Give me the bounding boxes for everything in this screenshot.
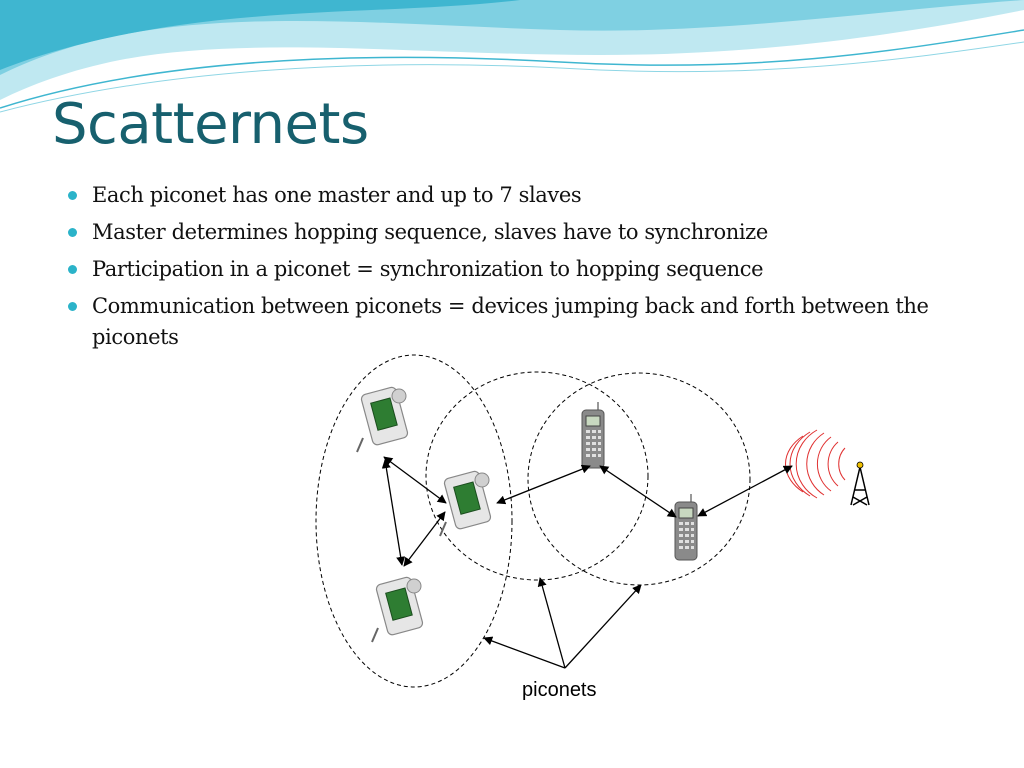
piconets-label: piconets (522, 679, 597, 701)
mobile-phone-icon (674, 493, 698, 561)
link-arrow (697, 465, 793, 517)
antenna-tower-icon (785, 429, 870, 506)
link-arrow (403, 511, 446, 567)
bullet-text: Master determines hopping sequence, slav… (92, 220, 768, 244)
bullet-text: Participation in a piconet = synchroniza… (92, 257, 764, 281)
scatternet-diagram (315, 354, 870, 688)
mobile-phone-icon (581, 401, 605, 469)
bullet-item: Master determines hopping sequence, slav… (64, 217, 964, 248)
link-arrow (383, 456, 447, 504)
pointer-arrow (483, 636, 566, 669)
piconet-ellipse (527, 372, 751, 586)
bullet-list: Each piconet has one master and up to 7 … (64, 180, 964, 359)
link-arrow (381, 459, 406, 566)
link-arrow (496, 464, 591, 505)
pda-device-icon (371, 575, 425, 643)
piconet-ellipse (315, 354, 513, 688)
pda-device-icon (439, 469, 493, 537)
header-wave-decoration (0, 0, 1024, 113)
bullet-dot-icon (68, 191, 77, 200)
slide-title: Scatternets (52, 92, 369, 157)
bullet-text: Communication between piconets = devices… (92, 294, 929, 349)
bullet-dot-icon (68, 302, 77, 311)
pointer-arrow (564, 584, 642, 669)
bullet-dot-icon (68, 265, 77, 274)
bullet-dot-icon (68, 228, 77, 237)
bullet-item: Communication between piconets = devices… (64, 291, 964, 353)
bullet-text: Each piconet has one master and up to 7 … (92, 183, 582, 207)
bullet-item: Participation in a piconet = synchroniza… (64, 254, 964, 285)
pointer-arrow (537, 577, 566, 669)
pda-device-icon (356, 385, 410, 453)
bullet-item: Each piconet has one master and up to 7 … (64, 180, 964, 211)
link-arrow (599, 465, 677, 518)
